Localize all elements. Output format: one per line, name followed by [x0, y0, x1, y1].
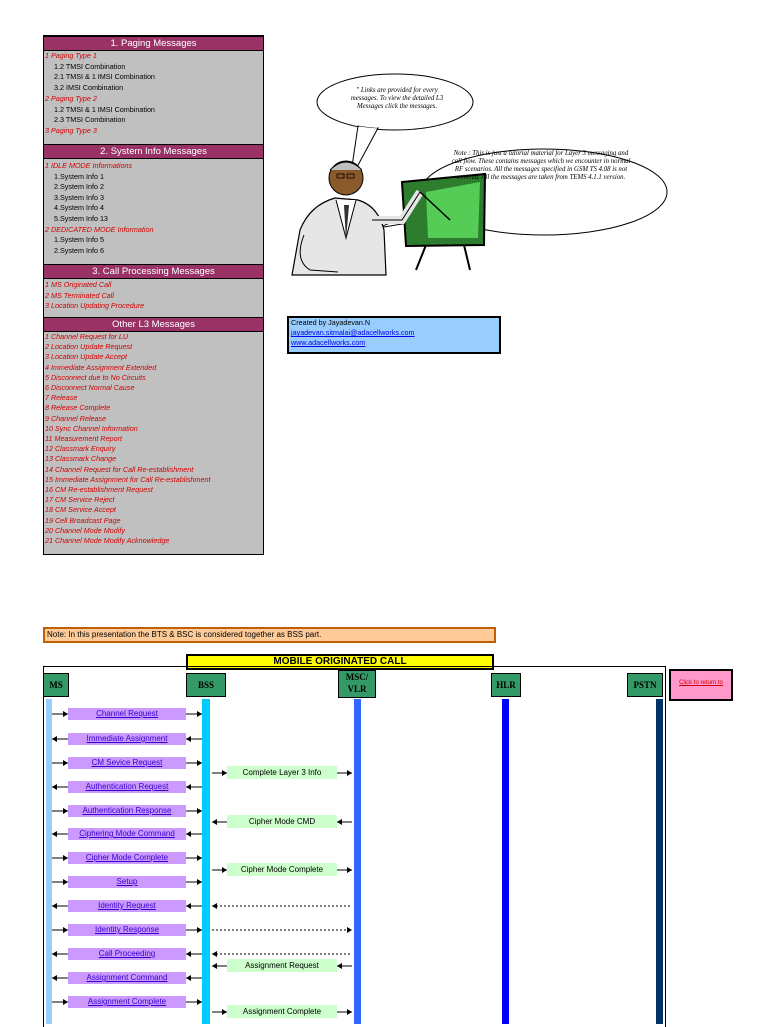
ms-message-link[interactable]: Identity Response	[68, 924, 186, 936]
ms-message-link[interactable]: Identity Request	[68, 900, 186, 912]
bss-note: Note: In this presentation the BTS & BSC…	[43, 627, 496, 643]
ms-message-link[interactable]: CM Sevice Request	[68, 757, 186, 769]
ms-message-link[interactable]: Authentication Response	[68, 805, 186, 817]
index-link[interactable]: 2 MS Terminated Call	[45, 290, 114, 300]
index-link[interactable]: 20 Channel Mode Modify	[45, 525, 125, 535]
index-link[interactable]: 18 CM Service Accept	[45, 505, 116, 515]
index-link[interactable]: 9 Channel Release	[45, 413, 107, 423]
creator-name: Created by Jayadevan.N	[291, 318, 371, 327]
index-link[interactable]: 2 Paging Type 2	[45, 93, 97, 103]
index-link[interactable]: 10 Sync Channel Information	[45, 423, 138, 433]
index-link[interactable]: 1.System Info 5	[54, 235, 104, 245]
ms-message-link[interactable]: Ciphering Mode Command	[68, 828, 186, 840]
ms-message-link[interactable]: Assignment Complete	[68, 996, 186, 1008]
index-link[interactable]: 2.1 TMSI & 1 IMSI Combination	[54, 72, 155, 82]
index-link[interactable]: 17 CM Service Reject	[45, 495, 115, 505]
return-button[interactable]: Click to return to	[669, 669, 733, 701]
index-link[interactable]: 19 Cell Broadcast Page	[45, 515, 121, 525]
index-section-header: 3. Call Processing Messages	[44, 264, 263, 279]
creator-info-box: Created by Jayadevan.N jayadevan.sitmala…	[287, 316, 501, 354]
tutorial-note: Note : This is just a tutorial material …	[451, 150, 631, 181]
ms-message-link[interactable]: Assignment Command	[68, 972, 186, 984]
index-link[interactable]: 12 Classmark Enquiry	[45, 444, 116, 454]
ms-message-link[interactable]: Channel Request	[68, 708, 186, 720]
index-link[interactable]: 2 DEDICATED MODE Information	[45, 224, 154, 234]
lifeline-ms	[46, 699, 52, 1024]
entity-vlr-label: VLR	[347, 684, 367, 694]
lifeline-msc	[354, 699, 361, 1024]
index-link[interactable]: 3 Location Updating Procedure	[45, 301, 145, 310]
index-link[interactable]: 3.System Info 3	[54, 192, 104, 202]
index-link[interactable]: 8 Release Complete	[45, 403, 111, 413]
network-message[interactable]: Assignment Request	[227, 959, 337, 972]
index-link[interactable]: 7 Release	[45, 393, 78, 403]
index-link[interactable]: 1 MS Originated Call	[45, 280, 112, 289]
index-link[interactable]: 1.System Info 1	[54, 171, 104, 181]
index-link[interactable]: 13 Classmark Change	[45, 454, 117, 464]
index-link[interactable]: 1 Channel Request for LU	[45, 332, 129, 341]
entity-bss: BSS	[186, 673, 226, 697]
presenter-icon	[291, 160, 451, 276]
lifeline-bss	[202, 699, 210, 1024]
index-section-header: 2. System Info Messages	[44, 144, 263, 159]
entity-hlr: HLR	[491, 673, 521, 697]
links-note: " Links are provided for every messages.…	[350, 87, 444, 110]
index-link[interactable]: 16 CM Re-establishment Request	[45, 485, 153, 494]
lifeline-pstn	[656, 699, 663, 1024]
index-link[interactable]: 21 Channel Mode Modify Acknowledge	[45, 536, 170, 545]
sequence-frame	[43, 666, 666, 1027]
index-link[interactable]: 15 Immediate Assignment for Call Re-esta…	[45, 474, 211, 484]
index-link[interactable]: 2.System Info 6	[54, 245, 104, 255]
index-link[interactable]: 2.3 TMSI Combination	[54, 115, 126, 125]
index-section-header: 1. Paging Messages	[44, 36, 263, 51]
entity-msc-label: MSC/	[345, 672, 369, 682]
lifeline-hlr	[502, 699, 509, 1024]
entity-msc-vlr: MSC/ VLR	[338, 670, 376, 698]
index-link[interactable]: 1 IDLE MODE Informations	[45, 161, 133, 170]
index-link[interactable]: 2 Location Update Request	[45, 342, 133, 352]
presentation-board-icon	[400, 172, 487, 271]
index-link[interactable]: 1.2 TMSI Combination	[54, 61, 126, 71]
index-link[interactable]: 4.System Info 4	[54, 203, 104, 213]
index-link[interactable]: 3 Paging Type 3	[45, 125, 97, 135]
index-link[interactable]: 11 Measurement Report	[45, 434, 122, 443]
network-message[interactable]: Complete Layer 3 Info	[227, 766, 337, 779]
index-link[interactable]: 14 Channel Request for Call Re-establish…	[45, 464, 194, 474]
ms-message-link[interactable]: Call Proceeding	[68, 948, 186, 960]
index-link[interactable]: 5.System Info 13	[54, 214, 108, 223]
return-button-label: Click to return to	[679, 680, 723, 686]
ms-message-link[interactable]: Cipher Mode Complete	[68, 852, 186, 864]
network-message[interactable]: Cipher Mode CMD	[227, 815, 337, 828]
entity-ms: MS	[43, 673, 69, 697]
presenter-illustration	[291, 73, 668, 276]
creator-email-link[interactable]: jayadevan.sitmalai@adacellworks.com	[291, 328, 415, 337]
index-link[interactable]: 3 Location Update Accept	[45, 352, 128, 362]
index-link[interactable]: 3.2 IMSI Combination	[54, 83, 124, 93]
index-link[interactable]: 2.System Info 2	[54, 182, 104, 192]
network-message[interactable]: Cipher Mode Complete	[227, 863, 337, 876]
index-link[interactable]: 5 Disconnect due to No Circuits	[45, 372, 146, 382]
ms-message-link[interactable]: Immediate Assignment	[68, 733, 186, 745]
creator-website-link[interactable]: www.adacellworks.com	[291, 338, 366, 347]
ms-message-link[interactable]: Setup	[68, 876, 186, 888]
ms-message-link[interactable]: Authentication Request	[68, 781, 186, 793]
index-link[interactable]: 4 Immediate Assignment Extended	[45, 362, 157, 372]
index-link[interactable]: 6 Disconnect Normal Cause	[45, 383, 135, 392]
index-link[interactable]: 1 Paging Type 1	[45, 51, 97, 60]
index-section-header: Other L3 Messages	[44, 317, 263, 332]
entity-pstn: PSTN	[627, 673, 663, 697]
index-link[interactable]: 1.2 TMSI & 1 IMSI Combination	[54, 104, 155, 114]
network-message[interactable]: Assignment Complete	[227, 1005, 337, 1018]
